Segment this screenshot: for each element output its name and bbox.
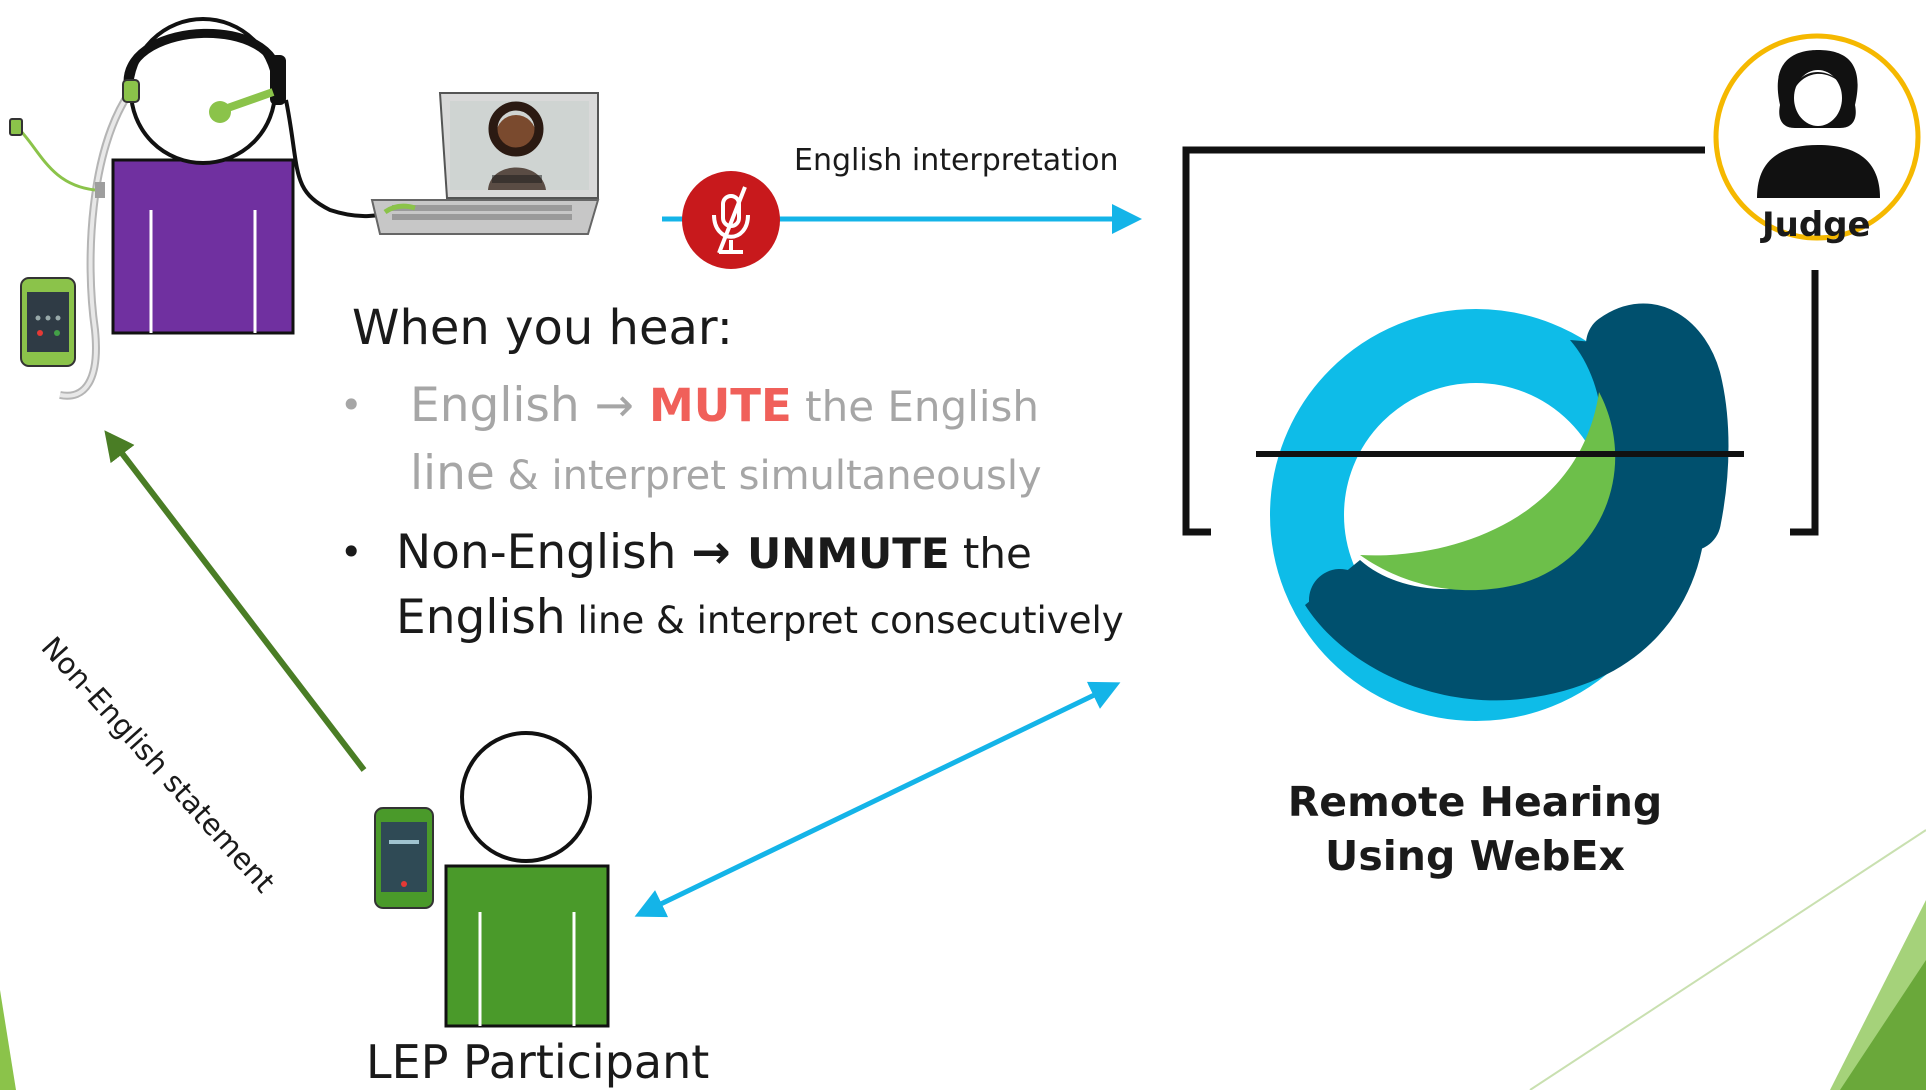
slide-accent-right xyxy=(1529,829,1926,1090)
lep-smartphone-icon xyxy=(374,807,434,909)
bullet-marker: • xyxy=(340,383,363,427)
bullet2-line2-a: English xyxy=(396,590,566,645)
bullet1-line2-b: & interpret simultaneously xyxy=(494,453,1042,499)
bullet1-line2: line & interpret simultaneously xyxy=(410,446,1042,501)
interpreter-figure xyxy=(9,17,401,400)
bullet1-line2-a: line xyxy=(410,446,495,501)
bullet2-line2: English line & interpret consecutively xyxy=(396,590,1124,645)
judge-label: Judge xyxy=(1762,205,1871,245)
bullet1-line1: English → MUTE the English xyxy=(410,378,1039,433)
bullet2-line2-b: line & interpret consecutively xyxy=(565,599,1124,642)
remote-hearing-frame xyxy=(1182,146,1819,536)
person-icon xyxy=(1757,50,1880,198)
webex-logo xyxy=(1256,303,1744,721)
bullet2-text: Non-English xyxy=(396,525,692,580)
lep-webex-arrow xyxy=(634,681,1121,918)
lep-body xyxy=(444,864,610,1028)
lep-participant-label: LEP Participant xyxy=(366,1035,710,1089)
instructions-heading: When you hear: xyxy=(352,300,733,356)
slide-accent-left xyxy=(0,990,16,1090)
judge-badge xyxy=(1713,33,1921,241)
webex-caption-line1: Remote Hearing xyxy=(1287,778,1663,826)
unmute-keyword: UNMUTE xyxy=(747,529,950,578)
webex-caption: Remote Hearing Using WebEx xyxy=(1230,775,1720,883)
bullet2-line1: Non-English → UNMUTE the xyxy=(396,525,1032,580)
laptop-video-call-icon xyxy=(370,92,600,235)
interpreter-body xyxy=(111,158,295,335)
lep-participant-figure xyxy=(444,731,610,1028)
bullet1-text-tail: the English xyxy=(791,382,1040,431)
non-english-statement-arrow xyxy=(104,430,367,772)
webex-caption-line2: Using WebEx xyxy=(1325,832,1625,880)
smartphone-icon xyxy=(20,277,76,367)
bullet2-text-tail: the xyxy=(949,529,1032,578)
bullet2-arrow: → xyxy=(691,525,748,580)
english-interpretation-label: English interpretation xyxy=(794,143,1119,178)
muted-microphone-icon xyxy=(682,171,780,269)
bullet1-text: English xyxy=(410,378,595,433)
headset-icon xyxy=(122,28,401,219)
bullet1-arrow: → xyxy=(594,378,649,433)
lep-head xyxy=(460,731,592,863)
mute-keyword: MUTE xyxy=(648,379,792,432)
bullet-marker-2: • xyxy=(340,530,363,574)
